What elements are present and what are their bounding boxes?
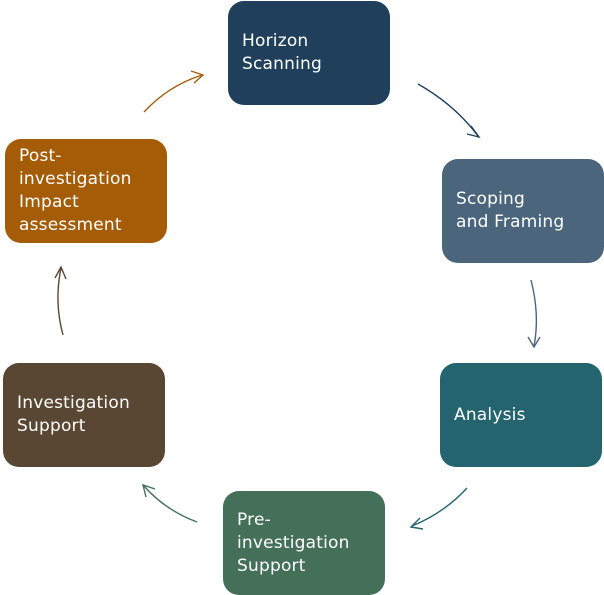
stage-label: Post- investigation Impact assessment <box>19 146 132 235</box>
stage-post-investigation-impact-assessment: Post- investigation Impact assessment <box>5 139 167 243</box>
arrow-horizon-to-scoping <box>417 83 479 137</box>
stage-horizon-scanning: Horizon Scanning <box>228 1 390 105</box>
arrow-analysis-to-pre <box>411 487 468 527</box>
arrowhead-analysis-to-pre <box>409 517 424 530</box>
stage-label: Horizon Scanning <box>242 31 322 74</box>
stage-scoping-and-framing: Scoping and Framing <box>442 159 604 263</box>
arrowhead-investigation-to-post <box>54 265 67 280</box>
arrow-pre-to-investigation <box>143 485 198 523</box>
arrowhead-pre-to-investigation <box>142 483 156 498</box>
stage-label: Scoping and Framing <box>456 189 565 232</box>
arrow-investigation-to-post <box>57 267 64 336</box>
stage-label: Investigation Support <box>17 393 130 436</box>
arrowhead-horizon-to-scoping <box>466 125 481 139</box>
arrowhead-scoping-to-analysis <box>527 336 541 349</box>
stage-label: Analysis <box>454 404 526 425</box>
arrowhead-post-to-horizon <box>190 70 205 84</box>
arrow-post-to-horizon <box>143 74 203 113</box>
stage-investigation-support: Investigation Support <box>3 363 165 467</box>
stage-label: Pre- investigation Support <box>237 509 350 576</box>
stage-analysis: Analysis <box>440 363 602 467</box>
stage-pre-investigation-support: Pre- investigation Support <box>223 491 385 595</box>
arrow-scoping-to-analysis <box>530 279 538 347</box>
